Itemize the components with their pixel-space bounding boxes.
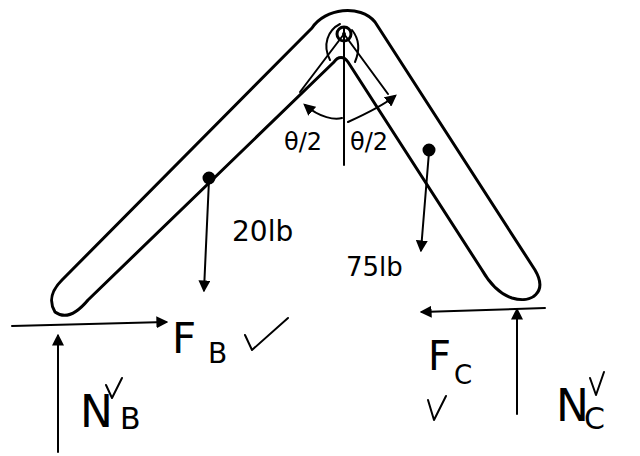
- force-subscript: C: [584, 404, 605, 434]
- angle-label: θ/2: [350, 130, 388, 154]
- weight-arrow: [421, 152, 429, 250]
- force-subscript: B: [120, 404, 141, 434]
- friction-arrow: [422, 308, 545, 312]
- angle-line: [344, 34, 388, 94]
- check-mark: [245, 318, 288, 350]
- force-label: N: [556, 384, 589, 428]
- force-subscript: B: [208, 340, 227, 368]
- check-mark: [590, 372, 604, 395]
- weight-label: 75lb: [346, 254, 403, 280]
- frame-outline: [51, 11, 539, 316]
- normal-arrow: [516, 310, 518, 414]
- angle-arc: [348, 96, 395, 122]
- weight-arrow: [204, 180, 209, 290]
- vertical-line: [343, 28, 345, 165]
- force-label: F: [428, 336, 451, 376]
- angle-arc: [305, 105, 342, 119]
- force-subscript: C: [454, 362, 472, 388]
- force-label: F: [172, 318, 196, 360]
- angle-label: θ/2: [284, 130, 322, 154]
- normal-arrow: [57, 336, 59, 452]
- friction-arrow: [12, 322, 166, 326]
- angle-line: [300, 34, 344, 92]
- check-mark: [428, 396, 446, 420]
- weight-label: 20lb: [232, 218, 293, 246]
- force-label: N: [80, 390, 113, 434]
- frame-joint: [326, 24, 358, 62]
